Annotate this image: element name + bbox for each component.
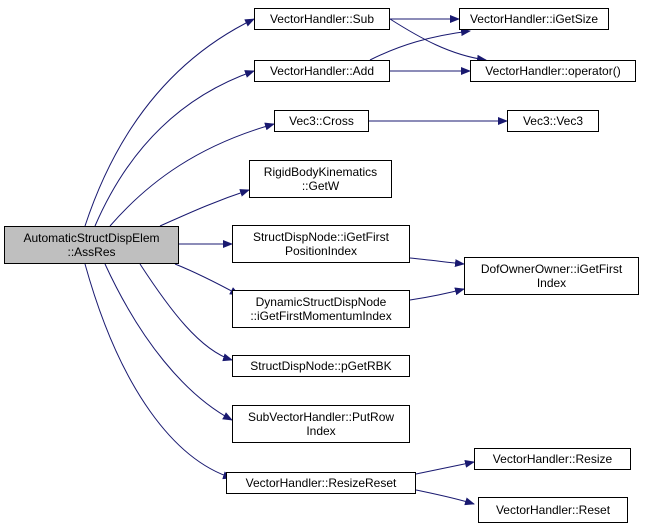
node-label: Vec3::Vec3 <box>522 114 584 128</box>
edge-root-to-sub <box>84 18 255 227</box>
node-label-line2: ::iGetFirstMomentumIndex <box>250 309 392 323</box>
node-vectorhandler-operator[interactable]: VectorHandler::operator() <box>470 60 636 82</box>
node-label: VectorHandler::ResizeReset <box>245 476 397 490</box>
node-vectorhandler-resize[interactable]: VectorHandler::Resize <box>474 448 631 470</box>
edge-root-to-putrow <box>104 263 233 421</box>
node-vectorhandler-igetsize[interactable]: VectorHandler::iGetSize <box>459 8 609 30</box>
node-label-line1: RigidBodyKinematics <box>263 165 378 179</box>
node-dynamicstructdispnode-igetfirstmomentumindex[interactable]: DynamicStructDispNode ::iGetFirstMomentu… <box>232 290 410 328</box>
node-vec3-vec3[interactable]: Vec3::Vec3 <box>507 110 599 132</box>
node-label-line2: Index <box>306 424 336 438</box>
edge-sub-to-operator <box>389 18 487 63</box>
node-label-line1: DofOwnerOwner::iGetFirst <box>480 262 623 276</box>
node-label-line2: PositionIndex <box>284 244 358 258</box>
node-label-line1: AutomaticStructDispElem <box>23 231 160 245</box>
node-structdispnode-igetfirstpositionindex[interactable]: StructDispNode::iGetFirst PositionIndex <box>232 225 410 263</box>
node-label: VectorHandler::Sub <box>269 12 375 26</box>
edge-dynfirst-to-doffirst <box>409 287 465 301</box>
node-label: VectorHandler::iGetSize <box>469 12 599 26</box>
node-vectorhandler-add[interactable]: VectorHandler::Add <box>254 60 390 82</box>
node-label-line2: ::GetW <box>301 179 340 193</box>
node-label: VectorHandler::Add <box>269 64 375 78</box>
node-vectorhandler-sub[interactable]: VectorHandler::Sub <box>254 8 390 30</box>
edge-resizereset-to-reset <box>415 489 475 506</box>
edge-root-to-pgetrbk <box>139 263 233 362</box>
edge-root-to-getw <box>159 189 250 227</box>
edge-root-to-dynfirst <box>174 263 240 296</box>
node-label: VectorHandler::operator() <box>485 64 621 78</box>
edge-root-to-cross <box>109 122 275 227</box>
edge-sdnfirst-to-doffirst <box>409 257 465 268</box>
node-label-line1: SubVectorHandler::PutRow <box>247 410 395 424</box>
edge-add-to-igetsize <box>369 28 471 61</box>
node-vec3-cross[interactable]: Vec3::Cross <box>274 110 369 132</box>
node-automaticstructdispelem-assres[interactable]: AutomaticStructDispElem ::AssRes <box>4 226 179 264</box>
node-label: Vec3::Cross <box>289 114 354 128</box>
node-rigidbodykinematics-getw[interactable]: RigidBodyKinematics ::GetW <box>249 160 392 198</box>
node-subvectorhandler-putrowindex[interactable]: SubVectorHandler::PutRow Index <box>232 405 410 443</box>
node-label-line2: ::AssRes <box>67 245 116 259</box>
node-label: VectorHandler::Resize <box>492 452 613 466</box>
node-label: VectorHandler::Reset <box>495 503 611 517</box>
node-structdispnode-pgetrbk[interactable]: StructDispNode::pGetRBK <box>232 355 410 377</box>
node-vectorhandler-resizereset[interactable]: VectorHandler::ResizeReset <box>226 472 416 494</box>
node-label-line1: DynamicStructDispNode <box>255 295 387 309</box>
node-label-line2: Index <box>536 276 567 290</box>
node-label-line1: StructDispNode::iGetFirst <box>252 230 390 244</box>
node-dofownerowner-igetfirstindex[interactable]: DofOwnerOwner::iGetFirst Index <box>464 257 639 295</box>
node-label: StructDispNode::pGetRBK <box>250 359 392 373</box>
edge-resizereset-to-resize <box>415 459 475 475</box>
node-vectorhandler-reset[interactable]: VectorHandler::Reset <box>478 497 628 523</box>
edge-root-to-resizereset <box>84 263 233 480</box>
edge-root-to-add <box>94 70 255 227</box>
